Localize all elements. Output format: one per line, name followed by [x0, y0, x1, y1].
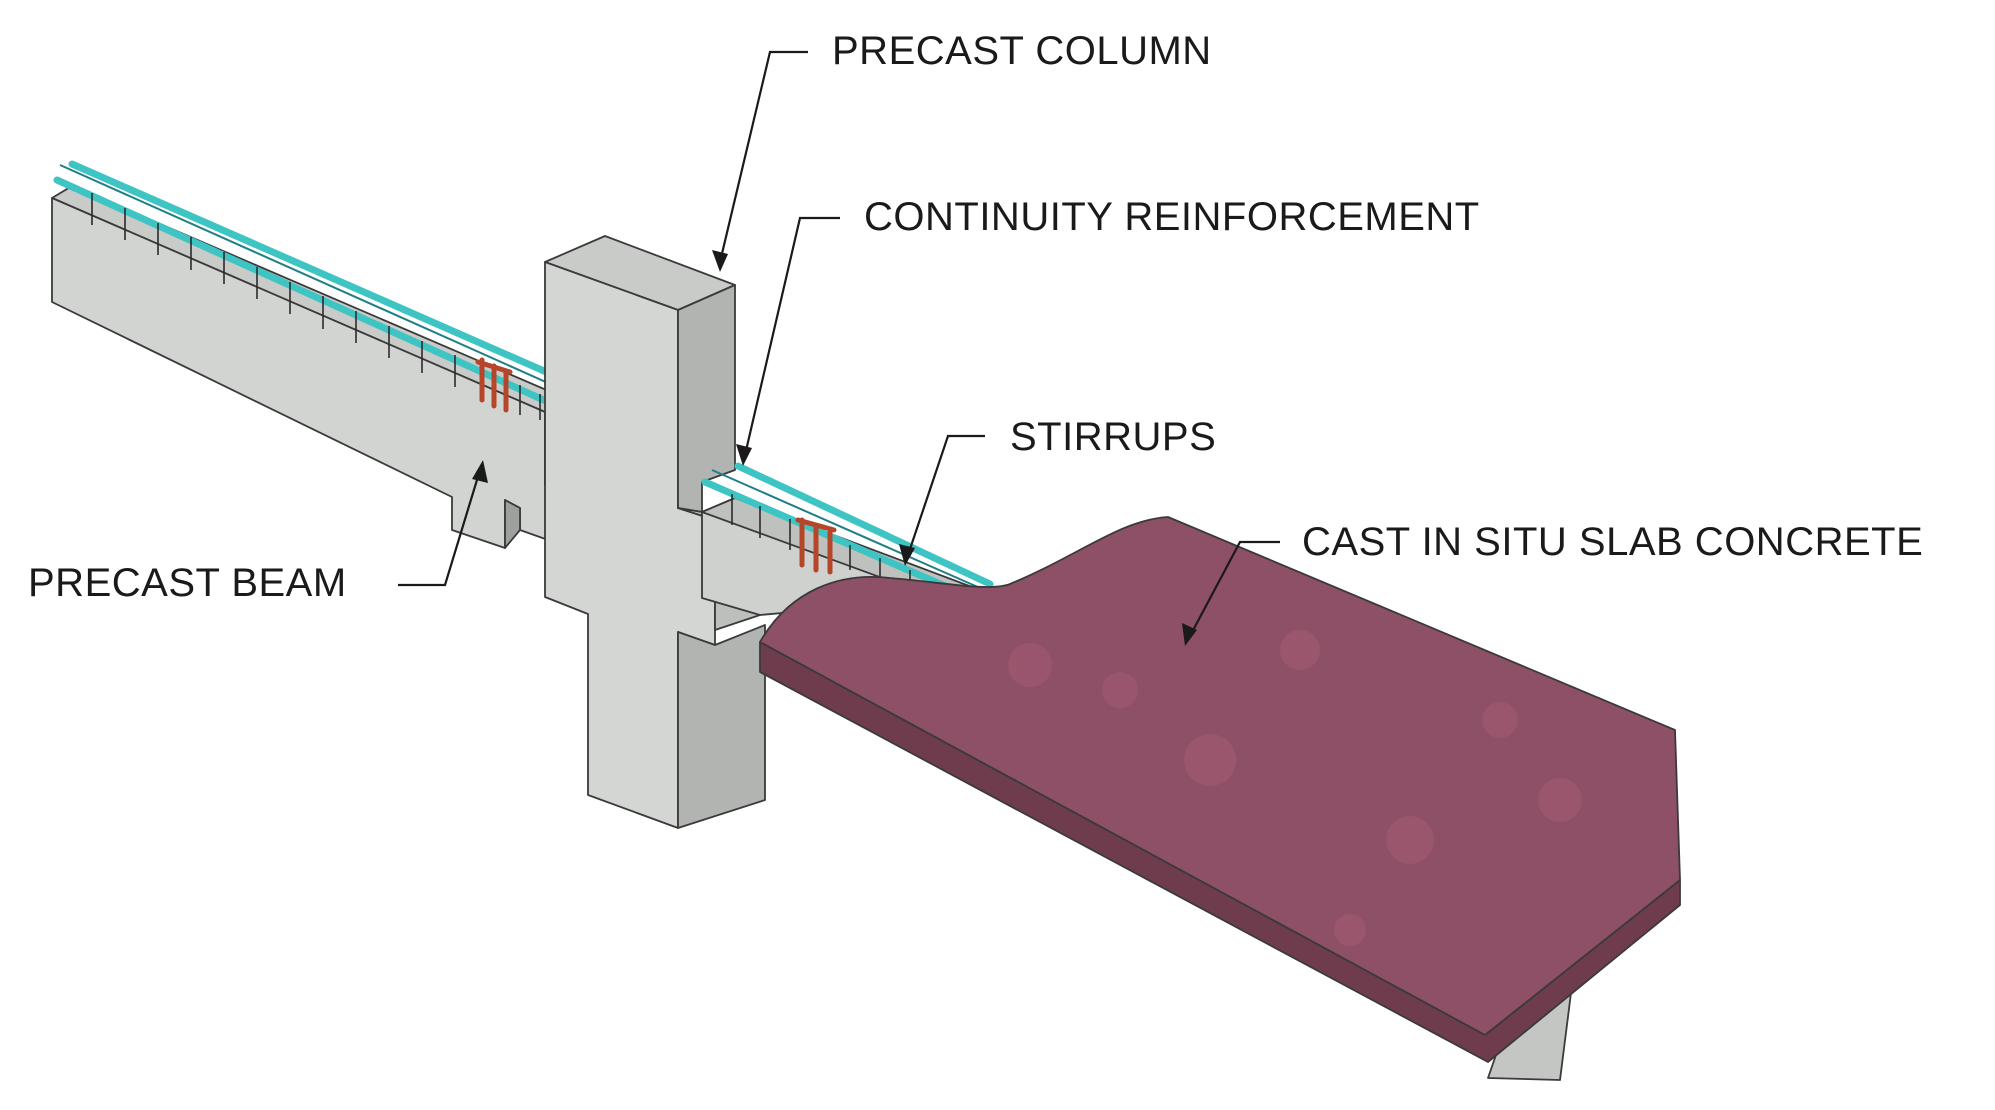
- left-beam-dap-shadow: [504, 499, 521, 549]
- left-beam-stirrups: [91, 193, 541, 420]
- precast-column-arrowhead: [712, 250, 728, 272]
- left-beam-rebar-front: [53, 176, 552, 406]
- label-stirrups-group: STIRRUPS: [899, 415, 1216, 566]
- slab-top-surface: [759, 516, 1681, 1036]
- texture-spot: [1538, 778, 1582, 822]
- stirrups-leader-line: [906, 434, 985, 556]
- right-beam-reinforcement-cage: [701, 462, 994, 600]
- stirrups-arrowhead: [899, 544, 915, 566]
- texture-spot: [1102, 672, 1138, 708]
- right-beam-rebar-outline: [711, 469, 981, 589]
- texture-spot: [1386, 816, 1434, 864]
- stirrups-label: STIRRUPS: [1010, 415, 1216, 459]
- right-beam-rebar-front: [701, 478, 972, 600]
- red-stirrup: [795, 517, 837, 533]
- texture-spot: [1008, 643, 1052, 687]
- texture-spot: [1184, 734, 1236, 786]
- label-continuity-reinforcement-group: CONTINUITY REINFORCEMENT: [736, 195, 1480, 466]
- cast-in-situ-slab-label: CAST IN SITU SLAB CONCRETE: [1302, 520, 1923, 564]
- precast-column: [544, 235, 766, 829]
- precast-column-leader-line: [718, 50, 808, 263]
- left-beam-red-stirrups: [475, 357, 513, 413]
- continuity-reinforcement-label: CONTINUITY REINFORCEMENT: [864, 195, 1480, 239]
- left-beam-reinforcement-cage: [53, 160, 564, 420]
- texture-spot: [1334, 914, 1366, 946]
- column-lower-side-face: [677, 624, 766, 829]
- texture-spot: [1482, 702, 1518, 738]
- cast-in-situ-slab: [759, 516, 1681, 1081]
- right-beam-red-stirrups: [795, 517, 837, 575]
- texture-spot: [1280, 630, 1320, 670]
- cast-in-situ-slab-leader-line: [1189, 540, 1280, 637]
- precast-column-label: PRECAST COLUMN: [832, 29, 1212, 73]
- cast-in-situ-slab-arrowhead: [1182, 623, 1197, 646]
- label-cast-in-situ-slab-group: CAST IN SITU SLAB CONCRETE: [1182, 520, 1923, 646]
- left-beam-rebar-back: [68, 160, 564, 382]
- right-beam-rebar-back: [734, 462, 994, 588]
- precast-beam-arrowhead: [472, 460, 488, 483]
- slab-texture: [1008, 630, 1582, 946]
- continuity-reinforcement-arrowhead: [736, 444, 752, 466]
- label-precast-beam-group: PRECAST BEAM: [28, 460, 488, 605]
- left-beam-rebar-outline: [59, 164, 549, 384]
- precast-beam-label: PRECAST BEAM: [28, 561, 347, 605]
- label-precast-column-group: PRECAST COLUMN: [712, 29, 1212, 272]
- red-stirrup: [475, 359, 513, 375]
- column-side-face: [677, 284, 736, 513]
- continuity-reinforcement-leader-line: [743, 216, 840, 456]
- precast-beam-leader-line: [398, 469, 482, 587]
